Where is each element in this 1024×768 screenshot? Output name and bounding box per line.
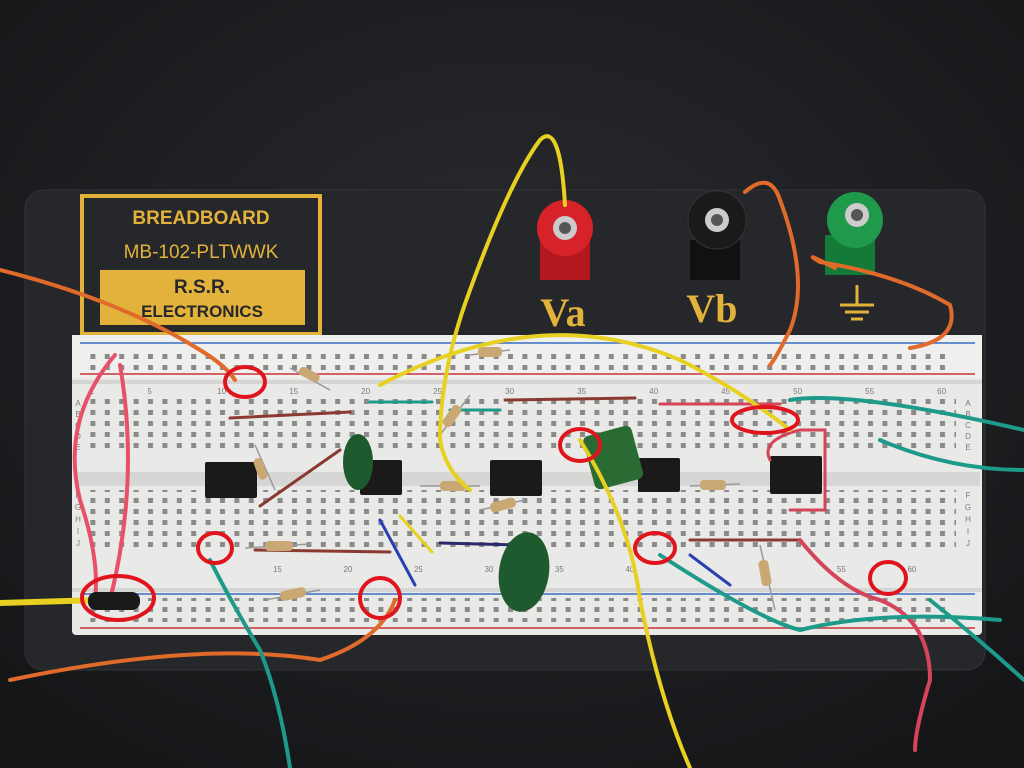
- row-letter: B: [965, 410, 970, 419]
- column-number: 20: [361, 387, 370, 396]
- column-number: 5: [147, 387, 152, 396]
- column-number: 45: [721, 387, 730, 396]
- column-number: 15: [273, 565, 282, 574]
- board-jumpers: [228, 396, 827, 587]
- row-letter: E: [75, 443, 80, 452]
- label-brand-1: R.S.R.: [174, 277, 230, 298]
- column-number: 10: [217, 387, 226, 396]
- column-number: 20: [343, 565, 352, 574]
- column-number: 40: [649, 387, 658, 396]
- column-number: 40: [625, 565, 634, 574]
- column-number: 50: [793, 387, 802, 396]
- row-letter: I: [967, 527, 969, 536]
- row-letter: G: [75, 503, 81, 512]
- column-number: 15: [289, 387, 298, 396]
- row-letter: H: [75, 515, 81, 524]
- column-number: 25: [414, 565, 423, 574]
- row-letter: G: [965, 503, 971, 512]
- ground-icon: [840, 285, 874, 321]
- row-letter: B: [75, 410, 80, 419]
- terminal-va-label: Va: [540, 290, 585, 335]
- column-number: 30: [484, 565, 493, 574]
- terminal-vb-label: Vb: [686, 286, 737, 331]
- row-letter: C: [965, 421, 971, 430]
- row-letter: J: [966, 539, 970, 548]
- row-letter: J: [76, 539, 80, 548]
- column-number: 30: [505, 387, 514, 396]
- row-letter: D: [965, 432, 971, 441]
- column-number: 25: [433, 387, 442, 396]
- label-panel: BREADBOARD MB-102-PLTWWK R.S.R. ELECTRON…: [80, 194, 322, 336]
- row-letter: A: [75, 399, 81, 408]
- capacitor-small: [343, 434, 373, 490]
- column-number: 35: [555, 565, 564, 574]
- bottom-column-numbers: 15 20 25 30 35 40 55 60: [273, 565, 917, 574]
- column-number: 60: [937, 387, 946, 396]
- row-letter: E: [965, 443, 970, 452]
- row-letter: F: [966, 491, 971, 500]
- terminal-ground[interactable]: [825, 192, 883, 275]
- label-title: BREADBOARD: [132, 208, 269, 229]
- label-brand-2: ELECTRONICS: [141, 302, 263, 321]
- column-number: 55: [865, 387, 874, 396]
- annotation-circles: [80, 365, 908, 622]
- terminal-va[interactable]: [537, 200, 593, 280]
- row-letter: H: [965, 515, 971, 524]
- resistors: [244, 347, 776, 611]
- column-number: 35: [577, 387, 586, 396]
- row-letter: A: [965, 399, 971, 408]
- column-number: 55: [837, 565, 846, 574]
- terminal-vb[interactable]: [687, 190, 747, 280]
- column-number: 60: [907, 565, 916, 574]
- ic-chip-3: [490, 460, 542, 496]
- ic-chip-5: [770, 456, 822, 494]
- ic-chips: [205, 456, 822, 498]
- ic-chip-4: [638, 458, 680, 492]
- black-wire-end: [88, 592, 140, 610]
- label-model: MB-102-PLTWWK: [124, 242, 279, 263]
- capacitor-large: [498, 532, 550, 612]
- row-letter: I: [77, 527, 79, 536]
- ic-chip-1: [205, 462, 257, 498]
